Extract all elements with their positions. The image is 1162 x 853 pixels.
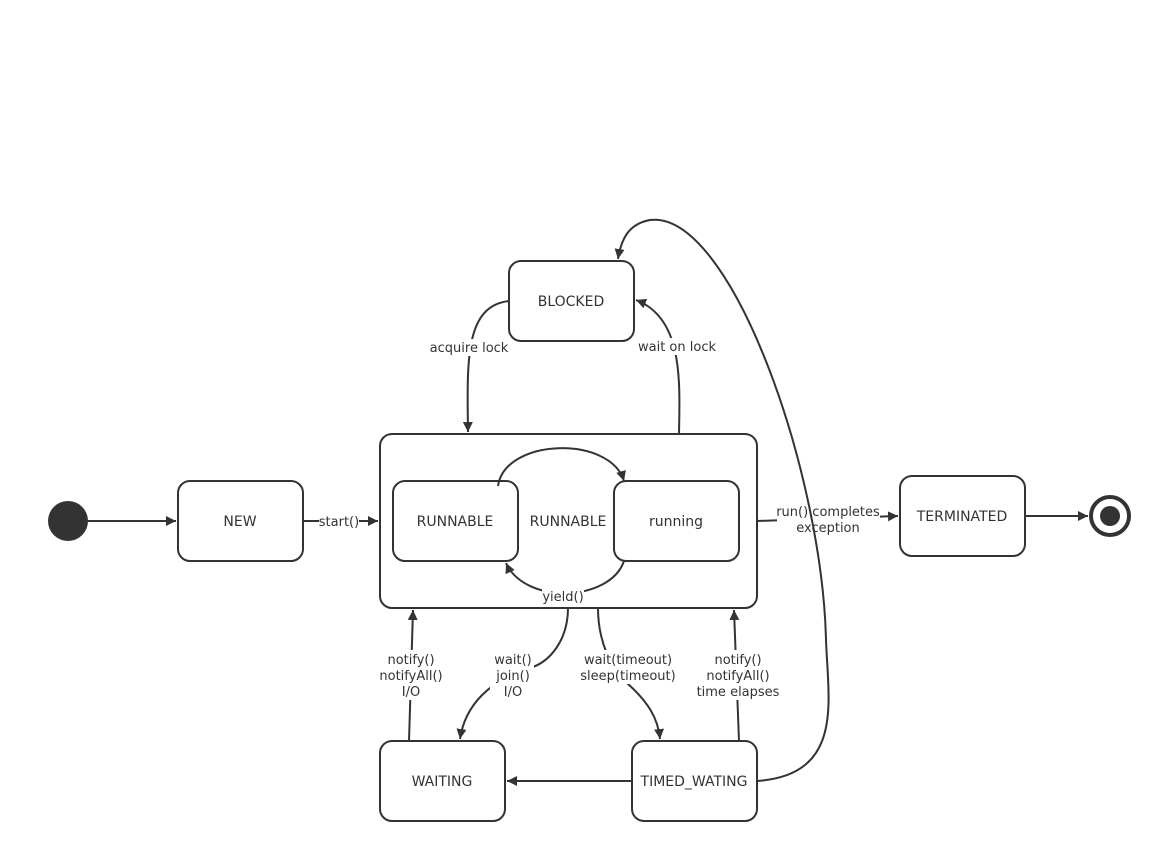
edge-runnable-to-running xyxy=(497,447,626,487)
edge-label-notifyall-1: notifyAll() xyxy=(379,669,442,684)
edge-label-join: join() xyxy=(495,669,530,684)
state-new-label: NEW xyxy=(223,514,256,530)
initial-state xyxy=(48,501,88,541)
edge-timed-waiting-to-blocked xyxy=(614,218,830,782)
edge-label-run-completes: run() completes xyxy=(776,505,880,520)
edge-label-notify-2: notify() xyxy=(714,653,761,668)
edge-label-exception: exception xyxy=(796,521,860,536)
state-timed-waiting-label: TIMED_WATING xyxy=(640,774,748,790)
edge-label-io-1: I/O xyxy=(402,685,420,700)
state-runnable-inner-label: RUNNABLE xyxy=(417,514,494,530)
edge-label-io-2: I/O xyxy=(504,685,522,700)
state-terminated-label: TERMINATED xyxy=(916,509,1007,525)
edge-runnable-to-blocked xyxy=(635,298,681,435)
edge-label-acquire-lock: acquire lock xyxy=(430,341,509,356)
state-waiting-label: WAITING xyxy=(412,774,473,790)
state-waiting[interactable] xyxy=(379,740,506,822)
state-running-label: running xyxy=(649,514,703,530)
edge-label-wait-on-lock: wait on lock xyxy=(638,340,716,355)
edge-label-sleep-timeout: sleep(timeout) xyxy=(580,669,675,684)
edge-label-notifyall-2: notifyAll() xyxy=(706,669,769,684)
edge-label-notify-1: notify() xyxy=(387,653,434,668)
edge-blocked-to-runnable xyxy=(462,300,510,433)
final-state xyxy=(1089,495,1131,537)
edge-label-wait-timeout: wait(timeout) xyxy=(584,653,672,668)
edge-label-wait: wait() xyxy=(494,653,531,668)
edge-label-time-elapses: time elapses xyxy=(697,685,780,700)
edge-label-start: start() xyxy=(319,515,359,530)
edge-label-yield: yield() xyxy=(542,590,583,605)
state-runnable-composite-label: RUNNABLE xyxy=(530,514,607,530)
state-blocked-label: BLOCKED xyxy=(538,294,605,310)
state-runnable-inner[interactable] xyxy=(392,480,519,562)
state-running[interactable] xyxy=(613,480,740,562)
